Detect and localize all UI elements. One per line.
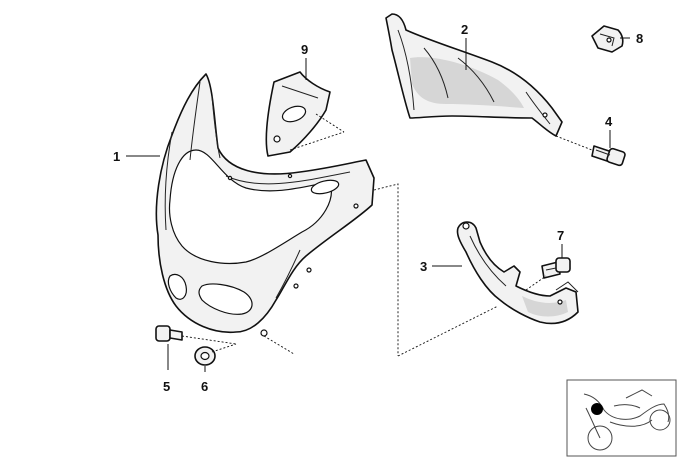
callout-5: 5	[163, 379, 170, 394]
part-5-bolt[interactable]	[155, 325, 183, 342]
part-9-pad[interactable]	[265, 71, 331, 157]
motorcycle-location-thumbnail[interactable]	[566, 379, 677, 457]
part-7-bolt[interactable]	[541, 257, 571, 279]
callout-3: 3	[420, 259, 427, 274]
part-1-fairing-panel[interactable]	[155, 73, 375, 337]
callout-labels: 1 2 3 4 5 6 7 8 9	[113, 22, 643, 394]
callout-7: 7	[557, 228, 564, 243]
callout-4: 4	[605, 114, 613, 129]
location-marker	[591, 403, 603, 415]
callout-1: 1	[113, 149, 120, 164]
part-4-bolt[interactable]	[591, 145, 626, 167]
part-6-washer[interactable]	[194, 346, 216, 366]
callout-9: 9	[301, 42, 308, 57]
part-2-cover-trim[interactable]	[385, 13, 563, 137]
callout-2: 2	[461, 22, 468, 37]
callout-8: 8	[636, 31, 643, 46]
motorcycle-location-icon	[583, 389, 671, 451]
part-8-clip-nut[interactable]	[591, 25, 624, 53]
leader-lines	[126, 37, 630, 372]
part-3-bracket[interactable]	[456, 221, 579, 325]
callout-6: 6	[201, 379, 208, 394]
